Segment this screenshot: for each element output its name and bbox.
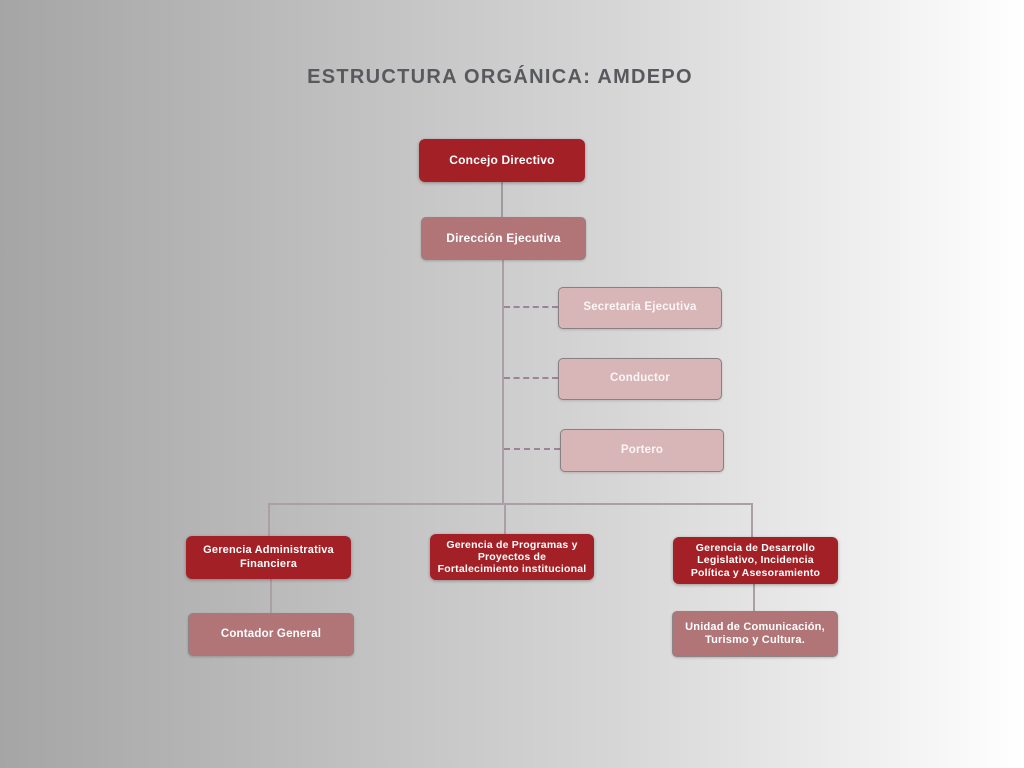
connector-trunk-horizontal [268,503,753,505]
node-gerencia-desarrollo-legislativo: Gerencia de Desarrollo Legislativo, Inci… [673,537,838,584]
node-conductor: Conductor [558,358,722,400]
node-label: Concejo Directivo [449,153,555,168]
node-label: Secretaria Ejecutiva [583,301,697,314]
connector-direccion-trunk [502,260,504,503]
page-title: ESTRUCTURA ORGÁNICA: AMDEPO [307,66,693,88]
node-concejo-directivo: Concejo Directivo [419,139,585,182]
connector-dashed-secretaria [504,306,558,308]
connector-geradmin-contador [270,578,272,614]
node-unidad-comunicacion-turismo-cultura: Unidad de Comunicación, Turismo y Cultur… [672,611,838,657]
node-contador-general: Contador General [188,613,354,656]
connector-dashed-conductor [504,377,558,379]
node-secretaria-ejecutiva: Secretaria Ejecutiva [558,287,722,329]
node-label: Gerencia de Programas y Proyectos de For… [437,538,587,576]
connector-branch-right [751,503,753,538]
node-label: Contador General [220,627,322,640]
node-label: Gerencia Administrativa Financiera [203,544,334,570]
node-label: Unidad de Comunicación, Turismo y Cultur… [685,620,825,646]
node-direccion-ejecutiva: Dirección Ejecutiva [421,217,586,260]
connector-concejo-direccion [501,182,503,217]
node-label: Gerencia de Desarrollo Legislativo, Inci… [690,542,821,579]
node-gerencia-programas-proyectos: Gerencia de Programas y Proyectos de For… [430,534,594,580]
connector-dashed-portero [504,448,560,450]
node-label: Dirección Ejecutiva [446,231,561,246]
node-gerencia-administrativa-financiera: Gerencia Administrativa Financiera [186,536,351,579]
node-portero: Portero [560,429,724,472]
connector-branch-left [268,503,270,537]
connector-branch-middle [504,503,506,534]
connector-gerdes-unidad [753,583,755,612]
node-label: Portero [620,443,664,456]
node-label: Conductor [610,372,670,385]
